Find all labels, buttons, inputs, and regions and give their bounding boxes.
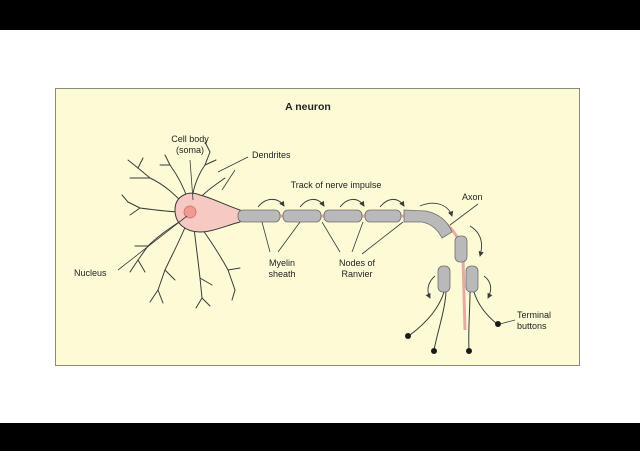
label-myelin: Myelin [269, 258, 295, 268]
nucleus-circle [183, 205, 197, 219]
label-sheath: sheath [268, 269, 295, 279]
label-soma: (soma) [176, 145, 204, 155]
label-track-of-nerve-impulse: Track of nerve impulse [291, 180, 382, 190]
label-buttons: buttons [517, 321, 547, 331]
top-letterbox-bar [0, 0, 640, 30]
terminal-button-dots [405, 321, 501, 354]
label-nodes-of: Nodes of [339, 258, 376, 268]
label-dendrites: Dendrites [252, 150, 291, 160]
label-leader-lines [117, 156, 516, 325]
bottom-letterbox-bar [0, 423, 640, 451]
impulse-arrows [257, 198, 493, 299]
label-cell-body: Cell body [171, 134, 209, 144]
label-terminal: Terminal [517, 310, 551, 320]
myelin-sheath-segments [237, 209, 479, 293]
diagram-title: A neuron [285, 101, 331, 113]
label-ranvier: Ranvier [341, 269, 372, 279]
label-axon: Axon [462, 192, 483, 202]
label-nucleus: Nucleus [74, 268, 107, 278]
axon-terminals [409, 291, 498, 351]
